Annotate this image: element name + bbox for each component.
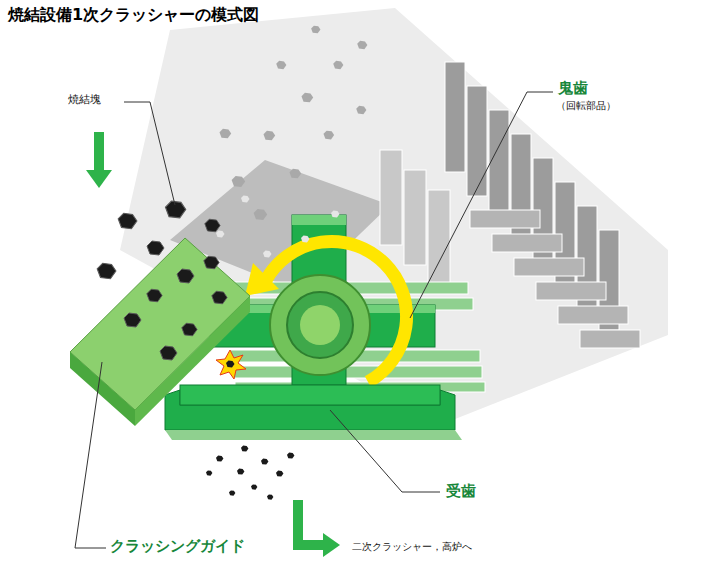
part-label: クラッシングガイド <box>110 538 245 555</box>
diagram-title: 焼結設備1次クラッシャーの模式図 <box>8 6 259 24</box>
flow-note: 二次クラッシャー，高炉へ <box>352 541 472 553</box>
part-label: 受歯 <box>446 483 476 500</box>
part-label: 焼結塊 <box>68 94 101 107</box>
part-note: （回転部品） <box>556 100 616 112</box>
part-label: 鬼歯 <box>558 80 588 97</box>
